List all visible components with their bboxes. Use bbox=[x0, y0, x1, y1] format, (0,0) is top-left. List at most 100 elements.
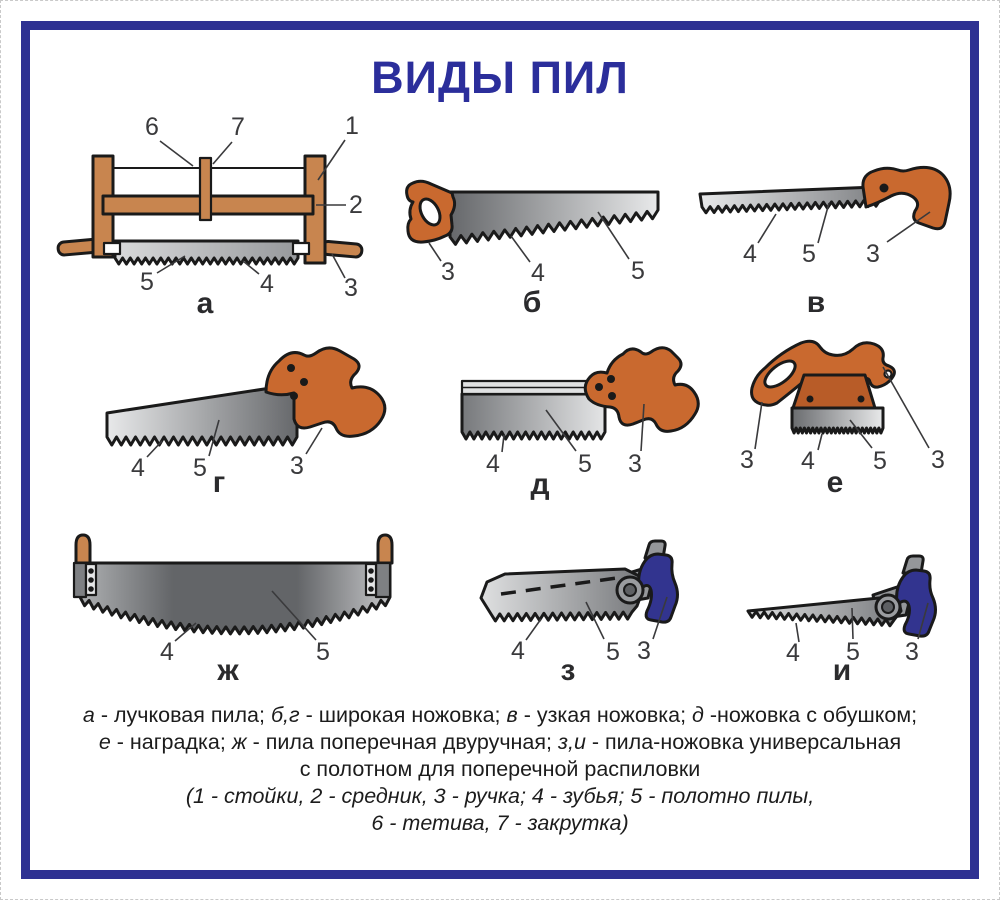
legend-line-3: с полотном для поперечной распиловки bbox=[299, 757, 701, 782]
saw-figure-d: 4 5 3 д bbox=[440, 340, 710, 501]
callouts-i: 4 5 3 bbox=[786, 602, 929, 667]
blade bbox=[698, 185, 882, 215]
callout-number: 5 bbox=[802, 240, 816, 268]
saw-figure-i: 4 5 3 и bbox=[725, 543, 975, 693]
letter-label-v: в bbox=[807, 286, 825, 319]
fold-dash-line bbox=[500, 576, 618, 596]
letter-label-a: а bbox=[197, 287, 214, 320]
right-knob-handle bbox=[376, 533, 394, 565]
callout-number: 3 bbox=[441, 258, 455, 286]
handle-rivet bbox=[290, 392, 298, 400]
saw-figure-g: 4 5 3 г bbox=[85, 340, 395, 500]
callout-number: 4 bbox=[511, 637, 525, 665]
callouts-b: 3 4 5 bbox=[428, 211, 645, 287]
plate-rivet bbox=[857, 395, 865, 403]
saw-figure-v: 4 5 3 в bbox=[690, 115, 965, 320]
callouts-v: 4 5 3 bbox=[743, 202, 931, 268]
handle-rivet bbox=[608, 392, 616, 400]
crosscut-saw-drawing bbox=[72, 533, 394, 636]
callout-number: 1 bbox=[345, 112, 359, 140]
callout-number: 3 bbox=[931, 446, 945, 474]
blade bbox=[790, 406, 885, 435]
callout-number: 5 bbox=[873, 447, 887, 475]
callout-number: 3 bbox=[628, 450, 642, 478]
callouts-d: 4 5 3 bbox=[486, 403, 645, 478]
saw-figure-e: 3 4 5 3 е bbox=[725, 330, 965, 500]
saw-figure-zh: 4 5 ж bbox=[60, 523, 440, 698]
callout-number: 5 bbox=[316, 638, 330, 666]
legend-line-4: (1 - стойки, 2 - средник, 3 - ручка; 4 -… bbox=[185, 784, 815, 809]
legend-line-5: 6 - тетива, 7 - закрутка) bbox=[371, 811, 629, 836]
handle-rivet bbox=[595, 383, 603, 391]
legend-line-2: е - наградка; ж - пила поперечная двуруч… bbox=[98, 730, 902, 755]
backsaw-drawing bbox=[460, 346, 700, 441]
letter-label-e: е bbox=[827, 466, 844, 499]
legend: а - лучковая пила; б,г - широкая ножовка… bbox=[45, 702, 955, 837]
letter-label-b: б bbox=[523, 286, 542, 319]
handle bbox=[264, 346, 387, 438]
blade bbox=[78, 561, 392, 636]
handle-rivet bbox=[879, 183, 889, 193]
callout-number: 4 bbox=[486, 450, 500, 478]
callout-number: 3 bbox=[637, 637, 651, 665]
blue-frame bbox=[21, 21, 979, 879]
callout-number: 5 bbox=[631, 257, 645, 285]
bow-saw-drawing bbox=[56, 154, 364, 266]
callout-number: 4 bbox=[131, 454, 145, 482]
right-grip-handle bbox=[320, 240, 364, 259]
wide-hacksaw-drawing bbox=[405, 179, 660, 246]
handle bbox=[637, 552, 679, 624]
callout-number: 5 bbox=[578, 450, 592, 478]
callout-number: 2 bbox=[349, 191, 363, 219]
letter-label-zh: ж bbox=[216, 654, 239, 687]
blade bbox=[105, 382, 299, 447]
callout-number: 3 bbox=[905, 638, 919, 666]
pivot-inner bbox=[623, 583, 637, 597]
callout-number: 4 bbox=[801, 447, 815, 475]
callout-number: 4 bbox=[160, 638, 174, 666]
wide-hacksaw2-drawing bbox=[105, 346, 387, 447]
universal-saw-drawing bbox=[479, 539, 679, 624]
letter-label-z: з bbox=[561, 654, 576, 687]
callouts-zh: 4 5 bbox=[160, 590, 330, 666]
left-bracket bbox=[72, 561, 88, 599]
blade bbox=[448, 190, 660, 246]
callout-number: 6 bbox=[145, 113, 159, 141]
left-blade-clip bbox=[102, 241, 122, 256]
handle-rivet bbox=[300, 378, 308, 386]
callout-number: 3 bbox=[290, 452, 304, 480]
twist-stick bbox=[198, 156, 213, 222]
right-blade-clip bbox=[291, 241, 311, 256]
callouts-z: 4 5 3 bbox=[511, 596, 668, 666]
blade bbox=[113, 239, 300, 266]
handle bbox=[861, 165, 952, 231]
right-bracket bbox=[374, 561, 392, 599]
callout-number: 5 bbox=[846, 638, 860, 666]
saw-figure-z: 4 5 3 з bbox=[465, 530, 720, 690]
handle-rivet bbox=[607, 375, 615, 383]
page-title: ВИДЫ ПИЛ bbox=[371, 52, 629, 103]
callout-number: 4 bbox=[743, 240, 757, 268]
universal-saw2-drawing bbox=[746, 554, 937, 638]
callout-number: 7 bbox=[231, 113, 245, 141]
letter-label-g: г bbox=[213, 466, 226, 499]
handle-hole bbox=[763, 359, 797, 389]
callout-number: 5 bbox=[193, 454, 207, 482]
callout-number: 3 bbox=[344, 274, 358, 302]
callout-number: 5 bbox=[606, 638, 620, 666]
narrow-hacksaw-drawing bbox=[698, 165, 952, 231]
handle bbox=[583, 346, 700, 433]
pivot-inner bbox=[881, 600, 895, 614]
plate-rivet bbox=[806, 395, 814, 403]
callouts-e: 3 4 5 3 bbox=[740, 366, 945, 475]
handle bbox=[895, 568, 937, 638]
callouts-g: 4 5 3 bbox=[131, 419, 323, 482]
callout-number: 4 bbox=[531, 259, 545, 287]
blade bbox=[746, 595, 903, 628]
saw-figure-a: 6 7 1 2 3 4 5 а bbox=[50, 110, 395, 320]
callout-number: 3 bbox=[866, 240, 880, 268]
letter-label-d: д bbox=[530, 468, 549, 501]
callout-number: 5 bbox=[140, 268, 154, 296]
callouts-a: 6 7 1 2 3 4 5 bbox=[140, 112, 363, 302]
